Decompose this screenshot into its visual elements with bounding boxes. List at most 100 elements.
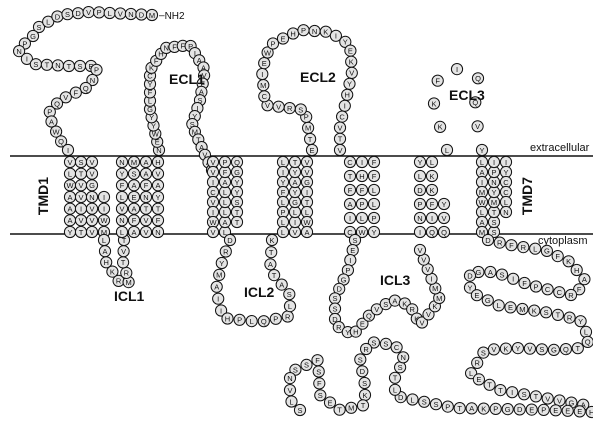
residue-tm5-28: I bbox=[426, 212, 437, 223]
svg-text:S: S bbox=[383, 300, 388, 309]
svg-text:E: E bbox=[360, 320, 365, 329]
svg-text:V: V bbox=[441, 214, 446, 223]
svg-text:L: L bbox=[504, 198, 508, 207]
svg-text:I: I bbox=[212, 208, 214, 217]
residue-tm5-21: D bbox=[414, 184, 425, 195]
svg-text:Y: Y bbox=[441, 200, 446, 209]
svg-text:Y: Y bbox=[280, 178, 285, 187]
residue-c_tail-59: P bbox=[538, 404, 549, 415]
residue-icl2-15: A bbox=[276, 279, 287, 290]
svg-text:E: E bbox=[577, 407, 582, 416]
residue-c_tail-62: G bbox=[502, 404, 513, 415]
tmd7-label: TMD7 bbox=[519, 177, 535, 215]
svg-text:I: I bbox=[261, 70, 263, 79]
residue-ecl2-9: M bbox=[258, 80, 269, 91]
svg-text:P: P bbox=[94, 66, 99, 75]
svg-text:Q: Q bbox=[429, 228, 435, 237]
residue-icl3-28: V bbox=[414, 244, 425, 255]
residue-tm2-10: E bbox=[128, 191, 139, 202]
svg-text:S: S bbox=[499, 270, 504, 279]
svg-text:N: N bbox=[16, 47, 21, 56]
svg-text:V: V bbox=[426, 310, 431, 319]
residue-ecl2-11: E bbox=[259, 58, 270, 69]
residue-n_loop-6: N bbox=[52, 60, 63, 71]
residue-c_tail-81: D bbox=[357, 366, 368, 377]
residue-c_tail-57: E bbox=[562, 405, 573, 416]
svg-text:I: I bbox=[217, 295, 219, 304]
residue-c_tail-47: T bbox=[495, 385, 506, 396]
svg-text:A: A bbox=[488, 268, 493, 277]
residue-tm1-15: V bbox=[86, 168, 97, 179]
residue-c_tail-60: E bbox=[526, 404, 537, 415]
svg-text:Q: Q bbox=[54, 99, 60, 108]
svg-text:L: L bbox=[108, 9, 112, 18]
svg-text:S: S bbox=[304, 361, 309, 370]
residue-n_loop-17: A bbox=[46, 116, 57, 127]
svg-text:F: F bbox=[372, 172, 377, 181]
svg-text:C: C bbox=[394, 343, 400, 352]
residue-ecl3-7: V bbox=[472, 121, 483, 132]
svg-text:H: H bbox=[155, 158, 160, 167]
residue-tm2-22: F bbox=[152, 215, 163, 226]
residue-tm5-31: V bbox=[438, 212, 449, 223]
svg-text:N: N bbox=[128, 10, 133, 19]
residue-tm1-14: V bbox=[86, 156, 97, 167]
svg-text:V: V bbox=[304, 158, 309, 167]
residue-tm5-3: A bbox=[344, 198, 355, 209]
residue-tm2-14: A bbox=[140, 156, 151, 167]
residue-tm3-15: P bbox=[219, 156, 230, 167]
svg-text:L: L bbox=[223, 198, 227, 207]
svg-text:T: T bbox=[457, 404, 462, 413]
svg-text:F: F bbox=[435, 77, 440, 86]
svg-text:S: S bbox=[332, 304, 337, 313]
svg-text:N: N bbox=[491, 178, 496, 187]
residue-ecl2-21: E bbox=[345, 45, 356, 56]
svg-text:V: V bbox=[89, 158, 94, 167]
svg-text:F: F bbox=[348, 186, 353, 195]
svg-text:V: V bbox=[276, 103, 281, 112]
svg-text:T: T bbox=[293, 158, 298, 167]
svg-text:L: L bbox=[250, 317, 254, 326]
residue-c_tail-30: R bbox=[564, 312, 575, 323]
residue-c_tail-3: R bbox=[518, 242, 529, 253]
residue-ecl3-5: Q bbox=[472, 73, 483, 84]
residue-tm5-24: L bbox=[426, 156, 437, 167]
svg-text:F: F bbox=[223, 168, 228, 177]
residue-tm2-16: F bbox=[140, 180, 151, 191]
residue-c_tail-66: T bbox=[454, 403, 465, 414]
svg-text:G: G bbox=[30, 32, 36, 41]
residue-tm1-11: V bbox=[75, 180, 86, 191]
svg-text:A: A bbox=[268, 260, 273, 269]
svg-text:E: E bbox=[309, 146, 314, 155]
svg-text:E: E bbox=[565, 407, 570, 416]
residue-tm3-7: V bbox=[207, 226, 218, 237]
residue-tm1-2: W bbox=[64, 180, 75, 191]
residue-tm5-2: F bbox=[344, 184, 355, 195]
residue-n_loop-5: T bbox=[41, 59, 52, 70]
residue-ecl2-22: K bbox=[346, 56, 357, 67]
residue-c_tail-16: I bbox=[508, 273, 519, 284]
svg-text:E: E bbox=[553, 406, 558, 415]
svg-text:E: E bbox=[474, 291, 479, 300]
svg-text:Q: Q bbox=[234, 158, 240, 167]
svg-text:L: L bbox=[120, 193, 124, 202]
residue-c_tail-0: D bbox=[482, 234, 493, 245]
svg-text:P: P bbox=[493, 405, 498, 414]
residue-ecl2-0: E bbox=[306, 144, 317, 155]
svg-text:A: A bbox=[392, 296, 397, 305]
residue-tm2-8: F bbox=[128, 215, 139, 226]
residue-c_tail-90: S bbox=[313, 366, 324, 377]
residue-c_tail-11: R bbox=[565, 289, 576, 300]
svg-text:V: V bbox=[491, 345, 496, 354]
residue-n_terminal-6: P bbox=[94, 7, 105, 18]
svg-text:S: S bbox=[371, 338, 376, 347]
svg-text:T: T bbox=[348, 172, 353, 181]
svg-text:L: L bbox=[584, 328, 588, 337]
residue-c_tail-40: K bbox=[500, 343, 511, 354]
residue-tm2-9: A bbox=[128, 203, 139, 214]
svg-text:F: F bbox=[144, 181, 149, 190]
svg-text:R: R bbox=[497, 238, 503, 247]
residue-tm1-9: I bbox=[75, 203, 86, 214]
residue-tm2-24: Y bbox=[152, 191, 163, 202]
svg-text:K: K bbox=[431, 99, 436, 108]
